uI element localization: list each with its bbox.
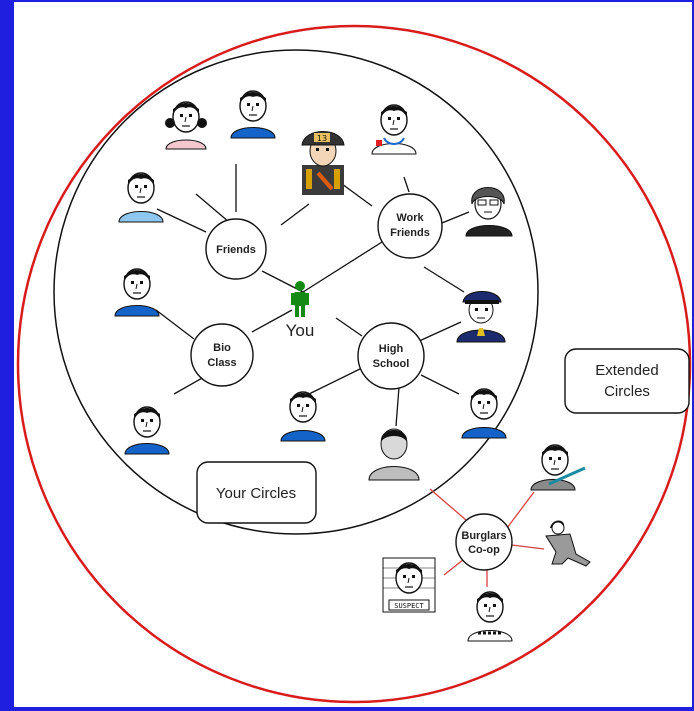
circle-node-burglars-co-op[interactable]: Burglars Co-op (455, 513, 513, 571)
schoolmate-icon (280, 391, 326, 442)
circle-node-friends[interactable]: Friends (205, 218, 267, 280)
bio-class-label-line2: Class (207, 357, 236, 369)
bio-class-label-line1: Bio (213, 342, 231, 354)
mugshot-icon: SUSPECT (382, 557, 436, 613)
classmate-icon (114, 268, 160, 317)
circle-node-high-school[interactable]: High School (357, 322, 425, 390)
friend-girl-icon (165, 101, 207, 150)
friend-person-icon (230, 90, 276, 139)
burglars-label-line1: Burglars (461, 530, 506, 542)
circle-node-bio-class[interactable]: Bio Class (190, 323, 254, 387)
extended-circles-box: Extended Circles (564, 348, 690, 414)
police-officer-icon (456, 291, 506, 343)
burglar-sneaking-icon (545, 520, 591, 567)
work-friend-woman-icon (465, 187, 513, 237)
social-circles-diagram: Friends Work Friends Bio Class High Scho… (16, 24, 692, 704)
your-circles-label: Your Circles (216, 485, 296, 502)
extended-circles-label-line2: Circles (604, 383, 650, 400)
friend-person-icon (118, 172, 164, 223)
you-figure-icon (291, 281, 309, 317)
firefighter-number: 13 (317, 134, 327, 143)
friends-label: Friends (216, 244, 256, 256)
classmate-icon (124, 406, 170, 455)
high-school-label-line1: High (379, 343, 404, 355)
your-circle-ring (53, 49, 539, 535)
mugshot-caption: SUSPECT (394, 602, 424, 610)
schoolmate-icon (461, 388, 507, 439)
burglars-label-line2: Co-op (468, 544, 500, 556)
burglar-crowbar-icon (530, 444, 586, 491)
anonymous-person-icon (368, 428, 420, 481)
your-circles-box: Your Circles (196, 461, 317, 524)
work-friends-label-line1: Work (396, 212, 424, 224)
circle-node-work-friends[interactable]: Work Friends (377, 193, 443, 259)
work-friends-label-line2: Friends (390, 227, 430, 239)
you-label: You (286, 321, 315, 340)
handcuffed-person-icon (467, 591, 513, 642)
extended-circles-label-line1: Extended (595, 362, 658, 379)
extended-circle-ring (16, 24, 692, 704)
firefighter-icon: 13 (301, 131, 345, 195)
nurse-icon (371, 104, 417, 155)
high-school-label-line2: School (373, 358, 410, 370)
